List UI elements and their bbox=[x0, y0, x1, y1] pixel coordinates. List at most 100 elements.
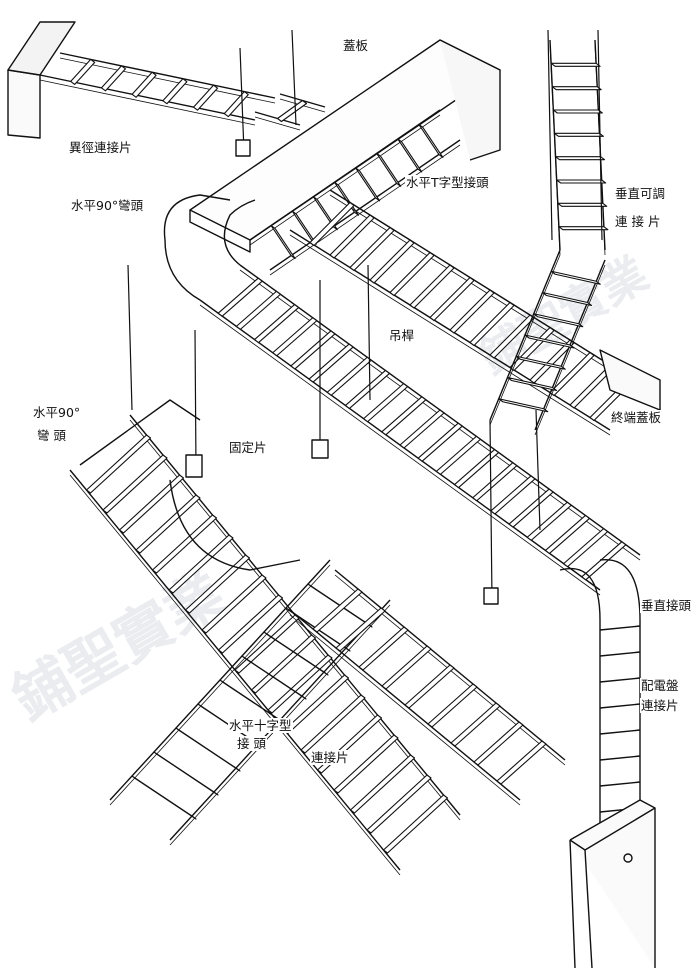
label-vertical-adjustable-1: 垂直可調 bbox=[614, 186, 667, 201]
distribution-panel bbox=[569, 799, 656, 968]
reducer-rung bbox=[70, 58, 96, 85]
vertical-rung bbox=[552, 109, 603, 114]
cross-long-rung bbox=[102, 454, 168, 514]
tee-rung bbox=[329, 214, 375, 259]
tee-rung bbox=[429, 276, 475, 322]
main-rung bbox=[472, 462, 518, 502]
vertical-down-rung bbox=[533, 313, 584, 328]
fixing-plates bbox=[185, 139, 499, 605]
main-rung bbox=[526, 501, 572, 541]
cross-long-rung bbox=[151, 514, 218, 574]
vertical-rung bbox=[558, 226, 609, 231]
vertical-down-rung bbox=[498, 398, 549, 413]
tee-rung bbox=[369, 239, 415, 284]
main-rung bbox=[363, 383, 409, 423]
label-vertical-joint: 垂直接頭 bbox=[640, 598, 693, 613]
upper-rung bbox=[355, 167, 381, 202]
label-panel-connector-1: 配電盤 bbox=[640, 678, 680, 693]
cross-long-rung bbox=[234, 614, 300, 674]
main-rung bbox=[235, 290, 281, 330]
tee-rung bbox=[469, 301, 515, 347]
cross-short-rung bbox=[175, 727, 241, 772]
vertical-rung bbox=[553, 132, 604, 137]
label-panel-connector-2: 連接片 bbox=[640, 698, 680, 713]
cross-long-rung bbox=[382, 794, 449, 854]
cross-branch-rung bbox=[335, 607, 386, 652]
main-rung bbox=[581, 541, 627, 581]
label-connector: 連接片 bbox=[310, 750, 350, 765]
cross-short-rung bbox=[241, 655, 307, 700]
reducer-rung bbox=[193, 84, 219, 111]
vertical-down-rung bbox=[506, 376, 558, 392]
cross-long-rung bbox=[184, 554, 251, 614]
main-rung bbox=[508, 488, 554, 528]
cross-branch-rung bbox=[496, 740, 547, 785]
vertical-rung bbox=[557, 202, 608, 207]
label-elbow-left-2: 彎 頭 bbox=[36, 428, 67, 443]
main-rung bbox=[272, 317, 318, 357]
cross-long-rung bbox=[201, 574, 267, 634]
label-reducer-connector: 異徑連接片 bbox=[68, 140, 133, 155]
vertical-joint-tray bbox=[559, 559, 641, 840]
vertical-down-rung bbox=[541, 291, 593, 307]
reducer-rung bbox=[223, 91, 249, 118]
main-rung bbox=[326, 356, 372, 396]
cross-branch-rung bbox=[381, 645, 432, 690]
upper-rung bbox=[291, 210, 317, 245]
reducer-tray bbox=[39, 52, 326, 131]
main-rung bbox=[490, 475, 536, 515]
cross-long-rung bbox=[118, 474, 185, 534]
hanger-rods bbox=[127, 29, 603, 601]
main-rung bbox=[544, 514, 591, 555]
cover-plate-shape bbox=[189, 39, 501, 253]
cross-branch-rung bbox=[312, 588, 363, 633]
vertical-rung bbox=[555, 156, 606, 161]
tee-rung bbox=[309, 201, 355, 247]
reducer-rung bbox=[100, 65, 126, 92]
label-elbow-left-1: 水平90° bbox=[32, 405, 82, 420]
reducer-rung bbox=[131, 71, 157, 98]
cross-branch-rung bbox=[358, 626, 409, 671]
tee-rung bbox=[409, 264, 455, 309]
cross-short-rung bbox=[263, 631, 329, 676]
vertical-down-rung bbox=[515, 355, 566, 370]
label-horizontal-cross-2: 接 頭 bbox=[236, 736, 267, 751]
cross-branch-rung bbox=[450, 702, 501, 747]
tee-rung bbox=[349, 226, 395, 272]
main-rung bbox=[253, 303, 300, 344]
label-end-cover: 終端蓋板 bbox=[610, 410, 663, 425]
cross-long-rung bbox=[217, 594, 284, 654]
label-vertical-adjustable-2: 連 接 片 bbox=[614, 214, 662, 229]
vertical-down-rung bbox=[550, 270, 601, 285]
main-rung bbox=[417, 422, 463, 462]
vertical-rung bbox=[551, 86, 602, 91]
reducer-rung bbox=[162, 78, 188, 105]
main-rung bbox=[563, 528, 609, 568]
label-hanger-rod: 吊桿 bbox=[388, 328, 416, 343]
label-horizontal-90-elbow-top: 水平90°彎頭 bbox=[70, 198, 145, 213]
wall-block-top-left bbox=[7, 21, 76, 139]
vertical-rung bbox=[556, 179, 607, 184]
cross-short-rung bbox=[153, 751, 219, 796]
tee-rung bbox=[549, 351, 595, 397]
main-rung bbox=[344, 369, 391, 410]
cross-long-rung bbox=[135, 494, 201, 554]
cross-long-rung bbox=[250, 634, 317, 694]
cross-long-rung bbox=[85, 434, 152, 494]
cross-long-rung bbox=[366, 774, 432, 834]
cross-branch-rung bbox=[473, 721, 524, 766]
label-cover-plate: 蓋板 bbox=[342, 38, 370, 53]
cross-long-rung bbox=[333, 734, 399, 794]
label-fixing-plate: 固定片 bbox=[228, 440, 268, 455]
label-horizontal-tee: 水平T字型接頭 bbox=[405, 175, 490, 190]
cross-branch-rung bbox=[427, 683, 478, 728]
cross-long-rung bbox=[349, 754, 416, 814]
upper-rung bbox=[376, 152, 402, 187]
main-rung bbox=[399, 409, 445, 449]
tee-rung bbox=[389, 251, 435, 297]
main-rung bbox=[217, 277, 263, 317]
cross-branch-rung bbox=[404, 664, 455, 709]
cross-long-rung bbox=[267, 654, 333, 714]
main-rung bbox=[381, 396, 427, 436]
